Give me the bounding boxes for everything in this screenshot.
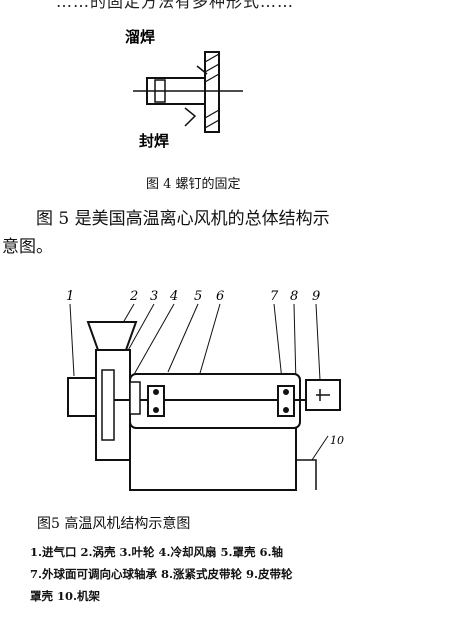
callout-leaders (69, 303, 329, 461)
paragraph-line-1: 图 5 是美国高温离心风机的总体结构示 (36, 209, 330, 229)
callout-5: 5 (194, 289, 202, 304)
air-inlet (86, 321, 138, 351)
callout-8: 8 (290, 289, 298, 304)
weld-leader-bottom (184, 107, 197, 127)
pulley-mark (316, 389, 330, 401)
plate-hatching (204, 53, 220, 129)
callout-7: 7 (270, 289, 279, 304)
callout-9: 9 (312, 289, 320, 304)
weld-label-top: 溜焊 (125, 28, 155, 46)
body-paragraph: 图 5 是美国高温离心风机的总体结构示 意图。 (0, 205, 476, 261)
top-cut-text: ……的固定方法有多种形式…… (56, 0, 295, 11)
machine-frame (129, 428, 297, 491)
cooling-fan (129, 381, 141, 415)
inlet-duct (67, 377, 99, 417)
weld-label-bottom: 封焊 (139, 132, 169, 150)
plate (204, 51, 220, 133)
legend-line-3: 罩壳 10.机架 (30, 589, 101, 603)
figure-5-legend: 1.进气口 2.涡壳 3.叶轮 4.冷却风扇 5.罩壳 6.轴 7.外球面可调向… (30, 541, 470, 607)
callout-2: 2 (129, 289, 138, 304)
callout-1: 1 (66, 289, 74, 304)
bearing-right (277, 385, 295, 417)
weld-leader-top (196, 65, 208, 75)
callout-3: 3 (150, 289, 158, 304)
paragraph-line-2: 意图。 (2, 237, 53, 257)
legend-line-2: 7.外球面可调向心球轴承 8.涨紧式皮带轮 9.皮带轮 (30, 567, 293, 581)
bearing-left (147, 385, 165, 417)
callout-10: 10 (330, 434, 344, 447)
figure-5-drawing: 1 2 3 4 5 6 7 8 9 10 (66, 289, 344, 491)
volute-casing (95, 349, 131, 461)
callout-6: 6 (216, 289, 224, 304)
impeller (101, 369, 115, 441)
figure-4-drawing: 溜焊 封焊 (125, 28, 243, 150)
figure-4-caption: 图 4 螺钉的固定 (146, 177, 241, 192)
figure-5-caption: 图5 高温风机结构示意图 (37, 516, 191, 532)
callout-4: 4 (169, 289, 178, 304)
frame-step (296, 459, 317, 490)
legend-line-1: 1.进气口 2.涡壳 3.叶轮 4.冷却风扇 5.罩壳 6.轴 (30, 545, 284, 559)
